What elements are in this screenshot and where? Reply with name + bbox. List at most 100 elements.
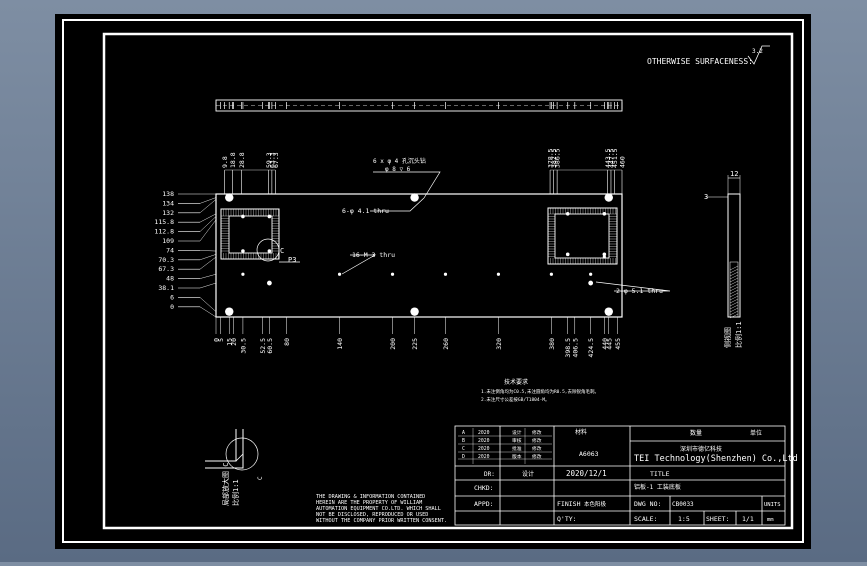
dim-bottom: 15 [226, 338, 234, 346]
dim-bottom: 398.5 [564, 338, 572, 358]
side-view-title: 侧视图 [723, 327, 732, 348]
tech-req-line-2: 2.未注尺寸公差按GB/T1804-M。 [481, 396, 550, 403]
revision-cell: 修改 [532, 437, 542, 444]
dwg-no-label: DWG NO: [634, 500, 661, 508]
side-depth-dim: 3 [704, 193, 708, 201]
dim-bottom: 260 [442, 338, 450, 350]
callout-chamfer-c: C [280, 247, 284, 255]
side-width-dim: 12 [730, 170, 738, 178]
inner-frame [102, 32, 794, 530]
dim-bottom: 320 [495, 338, 503, 350]
tapped-hole [496, 272, 501, 276]
side-view-scale: 比例1:1 [734, 321, 743, 348]
dim-left: 70.3 [158, 256, 174, 264]
pocket-hole [241, 214, 245, 219]
title-label: TITLE [650, 470, 670, 478]
dim-bottom: 406.5 [571, 338, 579, 358]
pin-hole [266, 280, 272, 286]
scale-value: 1:5 [678, 515, 690, 523]
countersink-hole [410, 307, 419, 316]
dim-bottom: 52.5 [259, 338, 267, 354]
countersink-hole [225, 193, 234, 202]
dim-left: 67.3 [158, 265, 174, 273]
svg-text:THE DRAWING & INFORMATION CONT: THE DRAWING & INFORMATION CONTAINED [316, 494, 425, 500]
tapped-hole [337, 272, 342, 276]
dim-bottom: 80 [283, 338, 291, 346]
title-block [454, 425, 786, 526]
svg-text:NOT BE DISCLOSED, REPRODUCED O: NOT BE DISCLOSED, REPRODUCED OR USED [316, 512, 428, 518]
callout-tapped-hole: 16-M 3 thru [352, 251, 395, 259]
company-name: TEI Technology(Shenzhen) Co.,Ltd [634, 454, 798, 464]
pocket-hole [602, 252, 607, 257]
dim-bottom: 60.5 [266, 338, 274, 354]
callout-countersink: 6 x φ 4 孔沉头钻 [373, 157, 426, 165]
dwg-no-value: CB0033 [672, 501, 694, 508]
hole-callouts [279, 171, 671, 292]
tech-req-line-1: 1.未注倒角均为C0.5,未注圆角均为R0.5,去除锐角毛刺。 [481, 388, 599, 395]
tapped-hole [443, 272, 448, 276]
dim-top: 443.5 [604, 148, 612, 168]
callout-pin-hole: 2-φ 5.1 thru [616, 287, 663, 295]
dim-bottom: 380 [548, 338, 556, 350]
drawing-date: 2020/12/1 [566, 469, 607, 478]
sheet-label: SHEET: [706, 515, 729, 523]
dim-top: 451.5 [611, 148, 619, 168]
dim-top: 9.8 [221, 156, 229, 168]
pocket-right [547, 207, 618, 265]
dim-top: 63.3 [268, 152, 276, 168]
pocket-hole [565, 211, 570, 216]
material-value: A6063 [579, 450, 599, 458]
finish-label: FINISH [557, 500, 581, 508]
revision-cell: B [462, 438, 465, 444]
dim-bottom: 5 [217, 338, 225, 342]
dim-left: 138 [162, 190, 174, 198]
svg-text:AUTOMATION EQUIPMENT CO.LTD. W: AUTOMATION EQUIPMENT CO.LTD. WHICH SHALL [316, 506, 441, 512]
units-label: UNITS [764, 502, 781, 508]
pocket-hole [602, 211, 607, 216]
revision-cell: 修改 [532, 453, 542, 460]
checked-label: CHKD: [474, 484, 494, 492]
revision-cell: 2020 [478, 446, 490, 452]
tech-req-heading: 技术要求 [504, 378, 528, 386]
dim-left: 74 [166, 246, 174, 254]
dim-top: 28.8 [238, 152, 246, 168]
roughness-note: OTHERWISE SURFACENESS: [647, 57, 753, 66]
units-value: mm [767, 517, 774, 523]
dim-top: 59.3 [265, 152, 273, 168]
dim-bottom: 424.5 [587, 338, 595, 358]
material-label: 材料 [575, 428, 587, 436]
part-name: 铝板-1 工装底板 [634, 483, 681, 491]
detail-view-title: 局部放大图 C [221, 463, 230, 506]
dim-bottom: 225 [411, 338, 419, 350]
countersink-hole [410, 193, 419, 202]
sheet-value: 1/1 [742, 515, 754, 523]
dim-left: 0 [170, 303, 174, 311]
qty-label: 数量 [690, 429, 702, 437]
revision-cell: D [462, 454, 465, 460]
pocket-hole [267, 214, 272, 219]
front-view [215, 193, 623, 318]
svg-text:WITHOUT THE COMPANY PRIOR WRIT: WITHOUT THE COMPANY PRIOR WRITTEN CONSEN… [316, 518, 447, 524]
dim-top: 378.5 [547, 148, 555, 168]
drawing-sheet [55, 14, 811, 549]
dim-bottom: 20 [230, 338, 238, 346]
dim-bottom: 200 [389, 338, 397, 350]
top-view [215, 99, 623, 112]
dim-bottom: 455 [614, 338, 622, 350]
revision-cell: 2020 [478, 438, 490, 444]
dim-left: 132 [162, 209, 174, 217]
revision-cell: 设计 [512, 429, 522, 436]
revision-cell: 2020 [478, 430, 490, 436]
pocket-hole [241, 249, 245, 253]
detail-view-c [205, 429, 259, 471]
tapped-hole [390, 272, 395, 276]
pin-hole [588, 280, 594, 286]
dim-top: 382.5 [550, 148, 558, 168]
countersink-hole [604, 193, 613, 202]
dim-top: 460 [619, 156, 627, 168]
dim-left: 109 [162, 237, 174, 245]
callout-thru-hole: 6-φ 4.1 thru [342, 207, 389, 215]
pocket-left [220, 208, 280, 260]
